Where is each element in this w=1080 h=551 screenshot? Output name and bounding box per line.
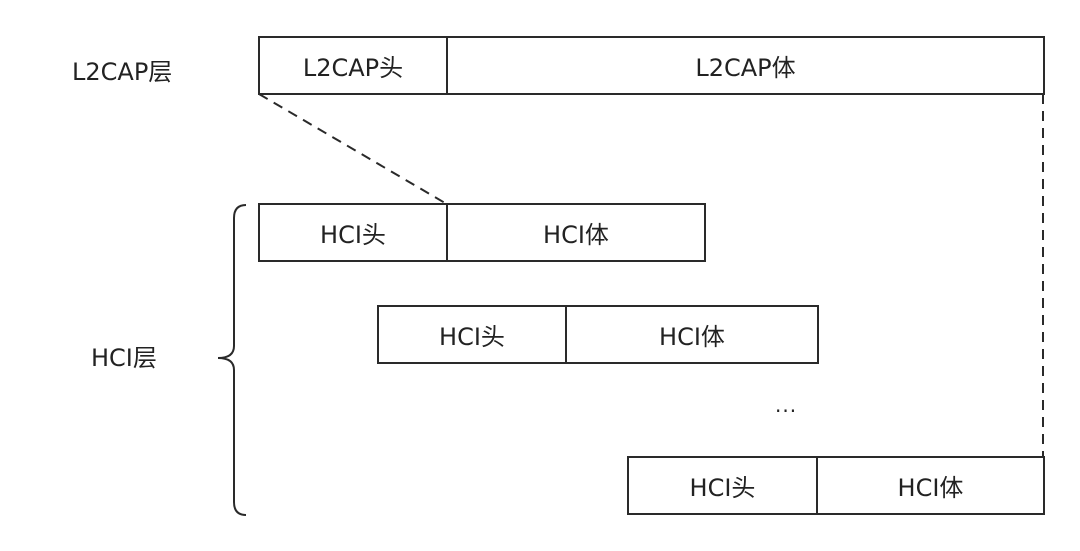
l2cap-packet: L2CAP头 L2CAP体 <box>258 36 1045 95</box>
l2cap-body-cell: L2CAP体 <box>448 38 1043 93</box>
hci-body-cell: HCI体 <box>448 205 704 260</box>
hci-layer-brace <box>217 204 247 516</box>
hci-layer-label: HCI层 <box>91 344 157 372</box>
l2cap-body-label: L2CAP体 <box>695 54 796 82</box>
hci-header-label: HCI头 <box>439 323 505 351</box>
hci-header-label: HCI头 <box>689 474 756 502</box>
l2cap-layer-label: L2CAP层 <box>72 58 173 86</box>
l2cap-header-label: L2CAP头 <box>302 54 404 82</box>
hci-packet: HCI头 HCI体 <box>377 305 819 364</box>
l2cap-header-cell: L2CAP头 <box>260 38 448 93</box>
header-mapping-dashed-line <box>258 93 446 204</box>
hci-header-cell: HCI头 <box>260 205 448 260</box>
hci-body-label: HCI体 <box>897 474 964 502</box>
hci-body-label: HCI体 <box>543 221 609 249</box>
hci-header-cell: HCI头 <box>629 458 818 513</box>
hci-body-label: HCI体 <box>659 323 725 351</box>
continuation-ellipsis: ... <box>775 393 798 417</box>
hci-body-cell: HCI体 <box>567 307 817 362</box>
hci-body-cell: HCI体 <box>818 458 1043 513</box>
hci-header-cell: HCI头 <box>379 307 567 362</box>
hci-packet: HCI头 HCI体 <box>258 203 706 262</box>
hci-packet: HCI头 HCI体 <box>627 456 1045 515</box>
hci-header-label: HCI头 <box>320 221 386 249</box>
